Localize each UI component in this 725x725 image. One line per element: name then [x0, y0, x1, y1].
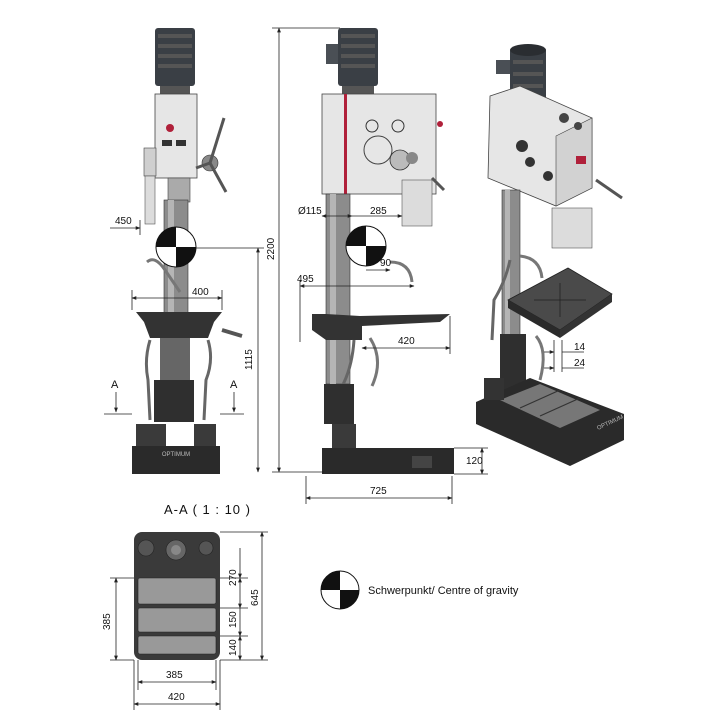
- front-cog-symbol: [155, 226, 197, 268]
- dim-645: 645: [250, 589, 261, 606]
- dim-495: 495: [297, 274, 314, 285]
- dim-2200: 2200: [266, 237, 277, 260]
- dim-150: 150: [228, 611, 239, 628]
- dim-14: 14: [574, 342, 586, 353]
- side-base: [322, 448, 454, 474]
- front-head: [154, 93, 198, 179]
- dim-450: 450: [115, 216, 132, 227]
- section-view: A-A ( 1 : 10 ) 270 150 140 645 385 3: [102, 502, 268, 710]
- dim-diameter: Ø115: [298, 206, 322, 217]
- front-brand: OPTIMUM: [162, 452, 190, 458]
- side-view: 2200 Ø115 285 495 90 420 120 725: [266, 27, 488, 504]
- section-mark-right: A: [230, 379, 238, 391]
- dim-385-left: 385: [102, 613, 113, 630]
- legend-cog-symbol: [320, 570, 360, 610]
- section-title: A-A ( 1 : 10 ): [164, 502, 251, 517]
- dim-270: 270: [228, 569, 239, 586]
- dim-725: 725: [370, 486, 387, 497]
- side-table: [312, 314, 450, 340]
- dim-400: 400: [192, 287, 209, 298]
- front-view: OPTIMUM 450 400 1115 A A: [104, 28, 264, 474]
- dim-90: 90: [380, 258, 392, 269]
- dim-420: 420: [398, 336, 415, 347]
- dim-285: 285: [370, 206, 387, 217]
- dim-420-bottom: 420: [168, 692, 185, 703]
- iso-view: OPTIMUM 14 24: [476, 44, 625, 466]
- dim-1115: 1115: [244, 349, 255, 370]
- side-cog-symbol: [345, 225, 387, 267]
- front-table: [136, 312, 222, 338]
- legend: Schwerpunkt/ Centre of gravity: [320, 570, 519, 610]
- side-head: [321, 93, 437, 195]
- section-mark-left: A: [111, 379, 119, 391]
- dim-24: 24: [574, 358, 586, 369]
- side-column: [325, 193, 351, 385]
- dim-140: 140: [228, 639, 239, 656]
- front-base: [132, 446, 220, 474]
- dim-120: 120: [466, 456, 483, 467]
- legend-label: Schwerpunkt/ Centre of gravity: [368, 585, 519, 597]
- dim-385-bottom: 385: [166, 670, 183, 681]
